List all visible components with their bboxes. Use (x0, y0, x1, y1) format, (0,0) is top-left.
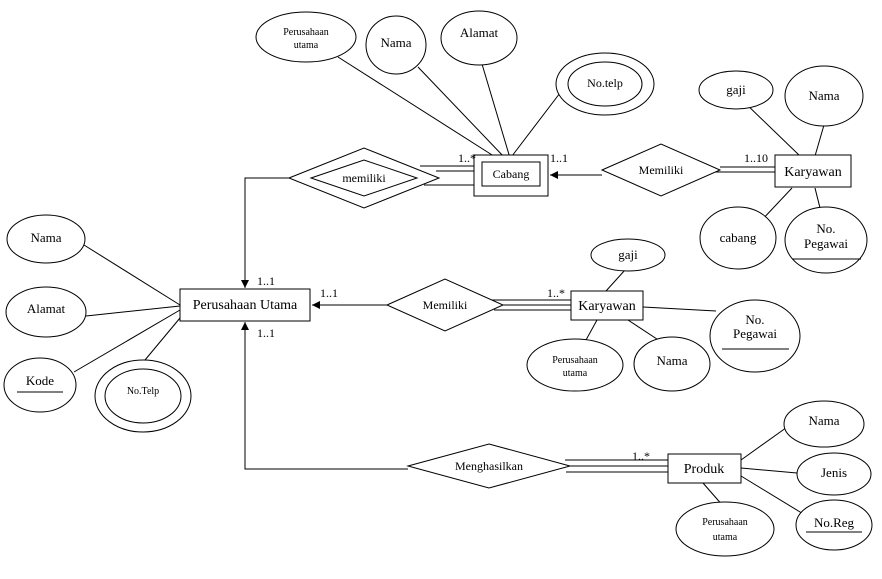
line-kc-nopegawai (814, 187, 821, 209)
line-kp-gaji (605, 269, 626, 292)
attr-kp-perusahaan-utama[interactable]: Perusahaan utama (526, 338, 624, 392)
attr-cabang-nama[interactable]: Nama (365, 15, 427, 75)
attr-kc-nopegawai-key[interactable]: No. Pegawai (784, 206, 868, 274)
line-pu-alamat (85, 305, 181, 317)
entity-perusahaan-utama[interactable]: Perusahaan Utama (179, 288, 311, 322)
line-cabang-nama (417, 66, 506, 159)
line-pr-jenis (740, 467, 798, 474)
relationship-memiliki-karyawan-cabang-label: Memiliki (639, 163, 684, 177)
arrow-menghasilkan-to-pu (241, 322, 408, 470)
entity-karyawan-pusat-label: Karyawan (578, 299, 636, 314)
entity-cabang-label: Cabang (493, 167, 530, 181)
card-karyawan-cabang: 1..10 (744, 151, 768, 165)
svg-text:Perusahaan: Perusahaan (702, 517, 748, 528)
card-cabang-left: 1..* (458, 151, 476, 165)
svg-text:Nama: Nama (30, 230, 61, 245)
line-kp-perusahaan (585, 319, 598, 341)
svg-text:Nama: Nama (808, 413, 839, 428)
attr-pu-alamat[interactable]: Alamat (5, 286, 87, 338)
line-cabang-perusahaan (337, 56, 501, 161)
attr-cabang-perusahaan-utama[interactable]: Perusahaan utama (255, 11, 357, 63)
svg-text:Nama: Nama (656, 353, 687, 368)
svg-text:No.: No. (816, 221, 835, 236)
entity-karyawan-cabang[interactable]: Karyawan (774, 154, 852, 188)
svg-text:Jenis: Jenis (821, 465, 847, 480)
entity-karyawan-cabang-label: Karyawan (784, 165, 842, 180)
card-produk: 1..* (632, 449, 650, 463)
svg-text:Alamat: Alamat (27, 301, 66, 316)
attr-pr-perusahaan-utama[interactable]: Perusahaan utama (675, 501, 775, 557)
attr-kc-nama[interactable]: Nama (784, 65, 864, 127)
attr-kc-gaji[interactable]: gaji (698, 70, 774, 110)
card-pu-right: 1..1 (320, 286, 338, 300)
svg-text:Kode: Kode (26, 373, 54, 388)
attr-kc-cabang[interactable]: cabang (699, 206, 777, 270)
attr-pu-notelp-multivalued[interactable]: No.Telp (94, 359, 192, 433)
attr-cabang-notelp-multivalued[interactable]: No.telp (555, 52, 655, 116)
line-pr-noreg (740, 475, 806, 516)
line-pu-nama (83, 244, 181, 306)
svg-text:utama: utama (294, 40, 319, 51)
relationship-memiliki-karyawan-pusat[interactable]: Memiliki (385, 278, 505, 332)
line-kp-nopegawai (642, 306, 717, 312)
entity-produk[interactable]: Produk (667, 453, 742, 484)
svg-text:Pegawai: Pegawai (804, 236, 848, 251)
attr-pr-nama[interactable]: Nama (783, 400, 865, 448)
svg-text:No.telp: No.telp (587, 76, 623, 90)
relationship-menghasilkan[interactable]: Menghasilkan (406, 443, 572, 489)
svg-text:gaji: gaji (618, 247, 638, 262)
svg-text:Alamat: Alamat (460, 25, 499, 40)
svg-text:cabang: cabang (720, 230, 757, 245)
svg-text:utama: utama (563, 368, 588, 379)
line-cabang-alamat (481, 63, 511, 159)
attr-kp-nopegawai-key[interactable]: No. Pegawai (709, 299, 801, 373)
arrow-memiliki-to-pu (241, 177, 289, 288)
svg-text:No.Reg: No.Reg (814, 515, 855, 530)
entity-produk-label: Produk (684, 462, 724, 477)
entity-karyawan-pusat[interactable]: Karyawan (570, 290, 644, 321)
card-karyawan-pusat: 1..* (547, 286, 565, 300)
connector-lines (73, 56, 825, 516)
entity-cabang[interactable]: Cabang (473, 154, 549, 197)
relationship-memiliki-karyawan-cabang[interactable]: Memiliki (600, 143, 722, 197)
line-cabang-notelp (511, 92, 561, 157)
svg-text:gaji: gaji (726, 82, 746, 97)
attr-pu-kode-key[interactable]: Kode (3, 357, 77, 413)
cardinality-labels: 1..* 1..1 1..10 1..1 1..1 1..1 1..* 1..* (257, 151, 768, 463)
svg-text:Perusahaan: Perusahaan (552, 355, 598, 366)
attr-pu-nama[interactable]: Nama (6, 214, 86, 264)
svg-text:No.Telp: No.Telp (127, 386, 159, 397)
attr-kp-nama[interactable]: Nama (633, 336, 711, 392)
svg-text:Nama: Nama (380, 35, 411, 50)
svg-text:Pegawai: Pegawai (733, 326, 777, 341)
relationship-memiliki-cabang-label: memiliki (342, 171, 386, 185)
attr-kp-gaji[interactable]: gaji (590, 238, 666, 272)
svg-text:Nama: Nama (808, 88, 839, 103)
svg-text:Perusahaan: Perusahaan (283, 27, 329, 38)
line-kc-nama (814, 124, 825, 157)
card-cabang-right: 1..1 (550, 151, 568, 165)
relationship-memiliki-karyawan-pusat-label: Memiliki (423, 298, 468, 312)
line-pr-nama (740, 424, 791, 461)
attr-pr-jenis[interactable]: Jenis (796, 452, 872, 496)
svg-text:No.: No. (745, 312, 764, 327)
card-pu-bottom: 1..1 (257, 326, 275, 340)
relationship-menghasilkan-label: Menghasilkan (455, 459, 523, 473)
card-pu-top: 1..1 (257, 274, 275, 288)
attr-cabang-alamat[interactable]: Alamat (440, 10, 518, 66)
svg-text:utama: utama (713, 532, 738, 543)
line-kc-gaji (741, 99, 801, 157)
line-pu-notelp (144, 317, 181, 361)
relationship-memiliki-cabang[interactable]: memiliki (287, 147, 441, 209)
entity-perusahaan-utama-label: Perusahaan Utama (193, 298, 298, 313)
line-pu-kode (73, 309, 181, 373)
attr-pr-noreg-key[interactable]: No.Reg (795, 499, 873, 551)
